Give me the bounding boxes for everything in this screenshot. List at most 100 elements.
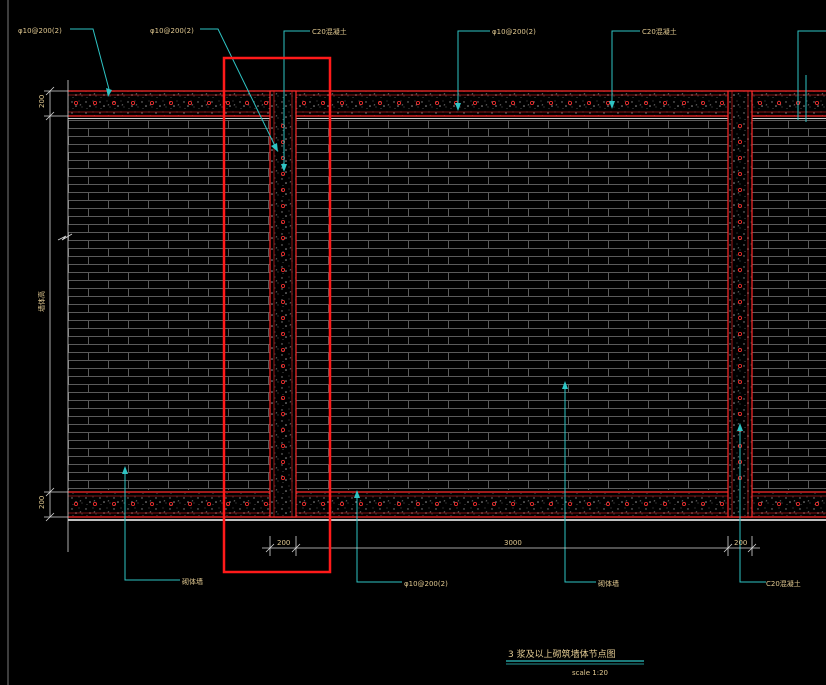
- callout-bottom-center-wall: 砌体墙: [598, 579, 619, 588]
- rebar-dot: [663, 101, 668, 106]
- rebar-dot: [738, 347, 743, 352]
- brick-wall-center: [296, 120, 728, 490]
- rebar-dot: [396, 101, 401, 106]
- rebar-dot: [280, 124, 285, 129]
- rebar-dot: [738, 363, 743, 368]
- rebar-dot: [280, 475, 285, 480]
- callout-bottom-mid-rebar: φ10@200(2): [404, 580, 448, 588]
- rebar-dot: [815, 501, 820, 506]
- rebar-dot: [130, 501, 135, 506]
- rebar-dot: [280, 347, 285, 352]
- rebar-dot: [682, 501, 687, 506]
- rebar-dot: [74, 501, 79, 506]
- rebar-dot: [301, 101, 306, 106]
- rebar-dot: [625, 501, 630, 506]
- rebar-dot: [625, 101, 630, 106]
- callout-top-right-concrete: C20混凝土: [642, 27, 677, 36]
- rebar-dot: [738, 251, 743, 256]
- rebar-dot: [280, 443, 285, 448]
- rebar-dot: [738, 283, 743, 288]
- rebar-dot: [339, 501, 344, 506]
- rebar-dot: [130, 101, 135, 106]
- rebar-dot: [280, 395, 285, 400]
- rebar-dot: [510, 501, 515, 506]
- rebar-dot: [280, 379, 285, 384]
- rebar-dot: [701, 101, 706, 106]
- rebar-dot: [168, 501, 173, 506]
- rebar-dot: [74, 101, 79, 106]
- rebar-dot: [280, 411, 285, 416]
- rebar-dot: [280, 155, 285, 160]
- callout-bottom-left-wall: 砌体墙: [182, 577, 203, 586]
- dim-top-beam-height: 200: [38, 95, 46, 108]
- rebar-dot: [720, 501, 725, 506]
- rebar-dot: [587, 501, 592, 506]
- rebar-dot: [644, 501, 649, 506]
- rebar-dot: [453, 501, 458, 506]
- rebar-dot: [644, 101, 649, 106]
- callout-top-left-rebar: φ10@200(2): [18, 27, 62, 35]
- dim-column-width-left: 200: [277, 539, 290, 547]
- highlight-box: [222, 56, 332, 574]
- drawing-title: 3 浆及以上砌筑墙体节点图: [508, 648, 616, 660]
- rebar-dot: [738, 124, 743, 129]
- rebar-dot: [339, 101, 344, 106]
- horizontal-dimension-lines: [262, 536, 760, 556]
- rebar-dot: [187, 101, 192, 106]
- brick-wall-left: [68, 120, 270, 490]
- rebar-dot: [415, 501, 420, 506]
- rebar-dot: [738, 219, 743, 224]
- rebar-dot: [280, 283, 285, 288]
- rebar-dot: [280, 459, 285, 464]
- rebar-dot: [738, 171, 743, 176]
- rebar-dot: [244, 101, 249, 106]
- rebar-dot: [434, 501, 439, 506]
- rebar-dot: [738, 299, 743, 304]
- rebar-dot: [491, 101, 496, 106]
- callout-top-column-concrete: C20混凝土: [312, 27, 347, 36]
- rebar-dot: [93, 501, 98, 506]
- rebar-dot: [472, 501, 477, 506]
- callout-top-column-rebar: φ10@200(2): [150, 27, 194, 35]
- rebar-dot: [568, 501, 573, 506]
- rebar-dot: [606, 501, 611, 506]
- rebar-dot: [377, 101, 382, 106]
- rebar-dot: [738, 379, 743, 384]
- callout-bottom-right-concrete: C20混凝土: [766, 579, 801, 588]
- rebar-dot: [663, 501, 668, 506]
- drawing-scale: scale 1:20: [572, 669, 608, 677]
- rebar-dot: [280, 315, 285, 320]
- rebar-dot: [280, 331, 285, 336]
- rebar-dot: [187, 501, 192, 506]
- vertical-dimension-lines: [44, 80, 73, 552]
- rebar-dot: [112, 101, 117, 106]
- rebar-dot: [738, 411, 743, 416]
- rebar-dot: [777, 101, 782, 106]
- rebar-dot: [93, 101, 98, 106]
- rebar-dot: [280, 251, 285, 256]
- rebar-dot: [738, 187, 743, 192]
- dim-span: 3000: [504, 539, 522, 547]
- rebar-dot: [701, 501, 706, 506]
- rebar-dot: [149, 501, 154, 506]
- rebar-dot: [263, 501, 268, 506]
- rebar-dot: [682, 101, 687, 106]
- rebar-dot: [280, 427, 285, 432]
- rebar-dot: [415, 101, 420, 106]
- rebar-dot: [549, 101, 554, 106]
- rebar-dot: [796, 501, 801, 506]
- rebar-dot: [149, 101, 154, 106]
- rebar-dot: [738, 139, 743, 144]
- rebar-dot: [263, 101, 268, 106]
- rebar-dot: [168, 101, 173, 106]
- rebar-dot: [568, 101, 573, 106]
- rebar-dot: [720, 101, 725, 106]
- rebar-dot: [280, 219, 285, 224]
- rebar-dot: [301, 501, 306, 506]
- rebar-dot: [280, 187, 285, 192]
- rebar-dot: [472, 101, 477, 106]
- rebar-dot: [280, 299, 285, 304]
- rebar-dot: [738, 315, 743, 320]
- rebar-dot: [280, 171, 285, 176]
